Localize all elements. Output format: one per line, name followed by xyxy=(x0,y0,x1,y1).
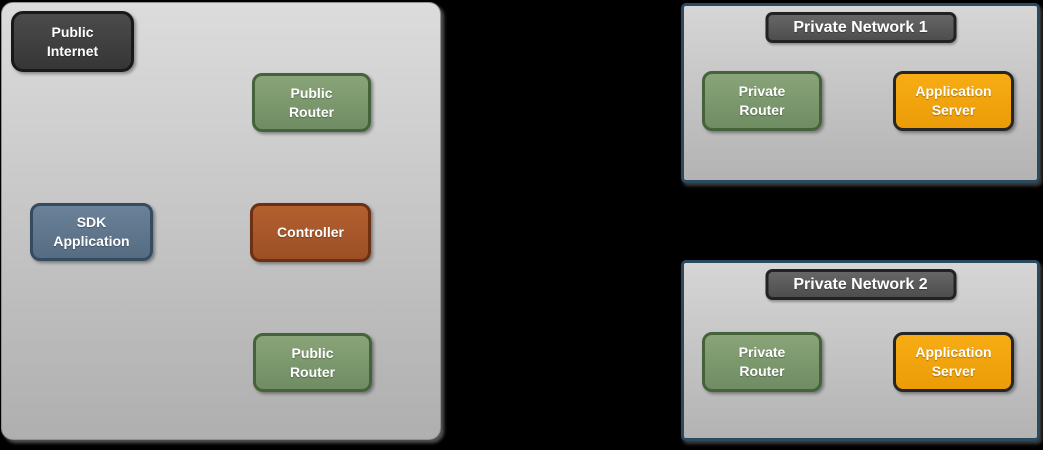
public-internet-node: Public Internet xyxy=(11,11,134,72)
application-server-label: Application Server xyxy=(915,344,992,379)
sdk-application-label: SDK Application xyxy=(53,214,130,249)
private-network-1-application-server-node: Application Server xyxy=(893,71,1014,131)
private-router-label: Private Router xyxy=(738,344,786,379)
sdk-application-node: SDK Application xyxy=(30,203,153,261)
controller-label: Controller xyxy=(277,224,344,240)
private-network-2: Private Network 2 Private Router Applica… xyxy=(681,260,1040,441)
public-router-bottom-node: Public Router xyxy=(253,333,372,392)
private-network-2-application-server-node: Application Server xyxy=(893,332,1014,392)
public-router-top-node: Public Router xyxy=(252,73,371,132)
private-network-1-title: Private Network 1 xyxy=(765,12,956,43)
public-router-top-label: Public Router xyxy=(288,84,335,120)
private-network-2-private-router-node: Private Router xyxy=(702,332,822,392)
public-internet-zone: Public Internet Public Router SDK Applic… xyxy=(1,2,441,440)
private-network-1: Private Network 1 Private Router Applica… xyxy=(681,3,1040,183)
application-server-label: Application Server xyxy=(915,83,992,118)
controller-node: Controller xyxy=(250,203,371,262)
public-internet-label: Public Internet xyxy=(46,23,99,59)
public-router-bottom-label: Public Router xyxy=(289,344,336,380)
private-network-1-private-router-node: Private Router xyxy=(702,71,822,131)
private-network-2-title: Private Network 2 xyxy=(765,269,956,300)
private-router-label: Private Router xyxy=(738,83,786,118)
